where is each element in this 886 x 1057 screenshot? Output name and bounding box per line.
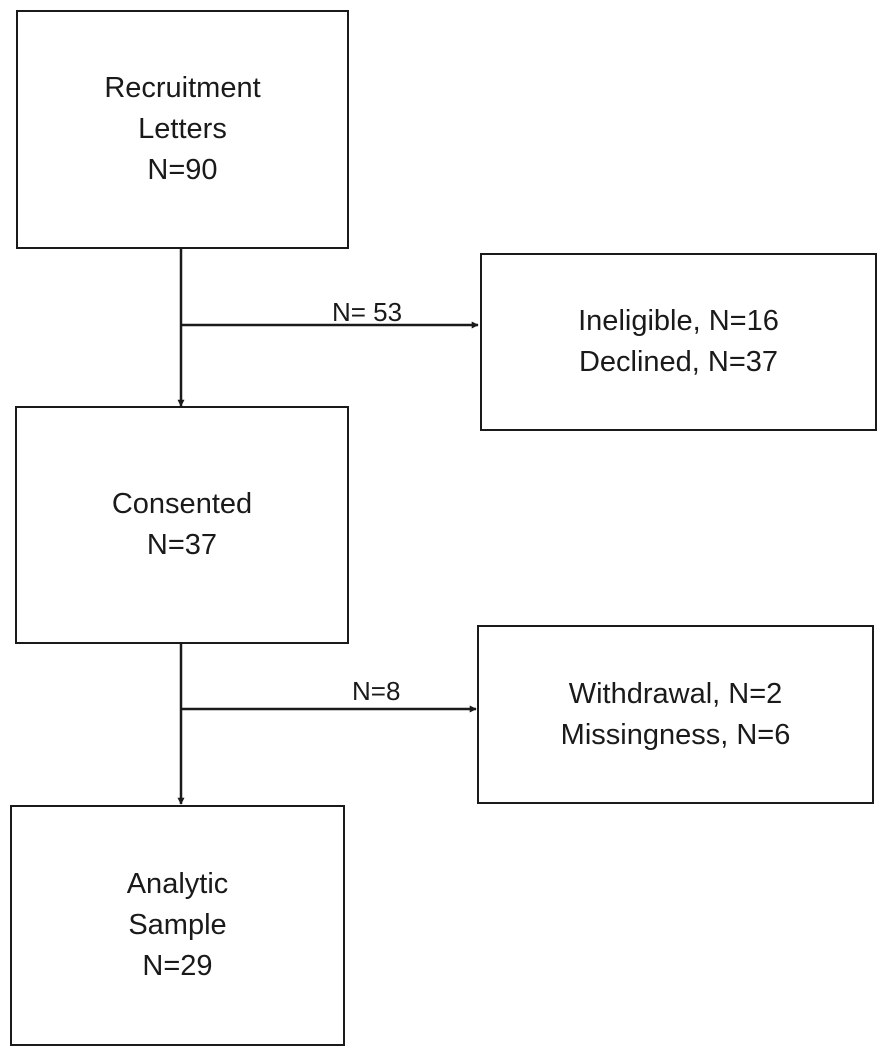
analytic-count: N=29 xyxy=(142,950,213,982)
recruitment-line-2: Letters xyxy=(138,113,227,145)
withdrawal-missingness-box: Withdrawal, N=2 Missingness, N=6 xyxy=(477,625,874,804)
withdrawal-line: Withdrawal, N=2 xyxy=(568,677,783,710)
ineligible-line: Ineligible, N=16 xyxy=(578,305,779,337)
excluded-2-count-label: N=8 xyxy=(352,676,401,706)
analytic-line-1: Analytic xyxy=(126,868,229,900)
ineligible-declined-box: Ineligible, N=16 Declined, N=37 xyxy=(480,253,877,431)
recruitment-line-1: Recruitment xyxy=(104,72,261,104)
consented-label: Consented xyxy=(111,488,253,520)
excluded-1-count-label: N= 53 xyxy=(332,297,403,327)
analytic-sample-box: Analytic Sample N=29 xyxy=(10,805,345,1046)
analytic-line-2: Sample xyxy=(128,909,227,941)
recruitment-letters-box: Recruitment Letters N=90 xyxy=(16,10,349,249)
consented-count: N=37 xyxy=(146,529,218,561)
recruitment-count: N=90 xyxy=(147,154,218,186)
consented-box: Consented N=37 xyxy=(15,406,349,644)
missingness-line: Missingness, N=6 xyxy=(560,718,791,751)
declined-line: Declined, N=37 xyxy=(578,346,779,378)
